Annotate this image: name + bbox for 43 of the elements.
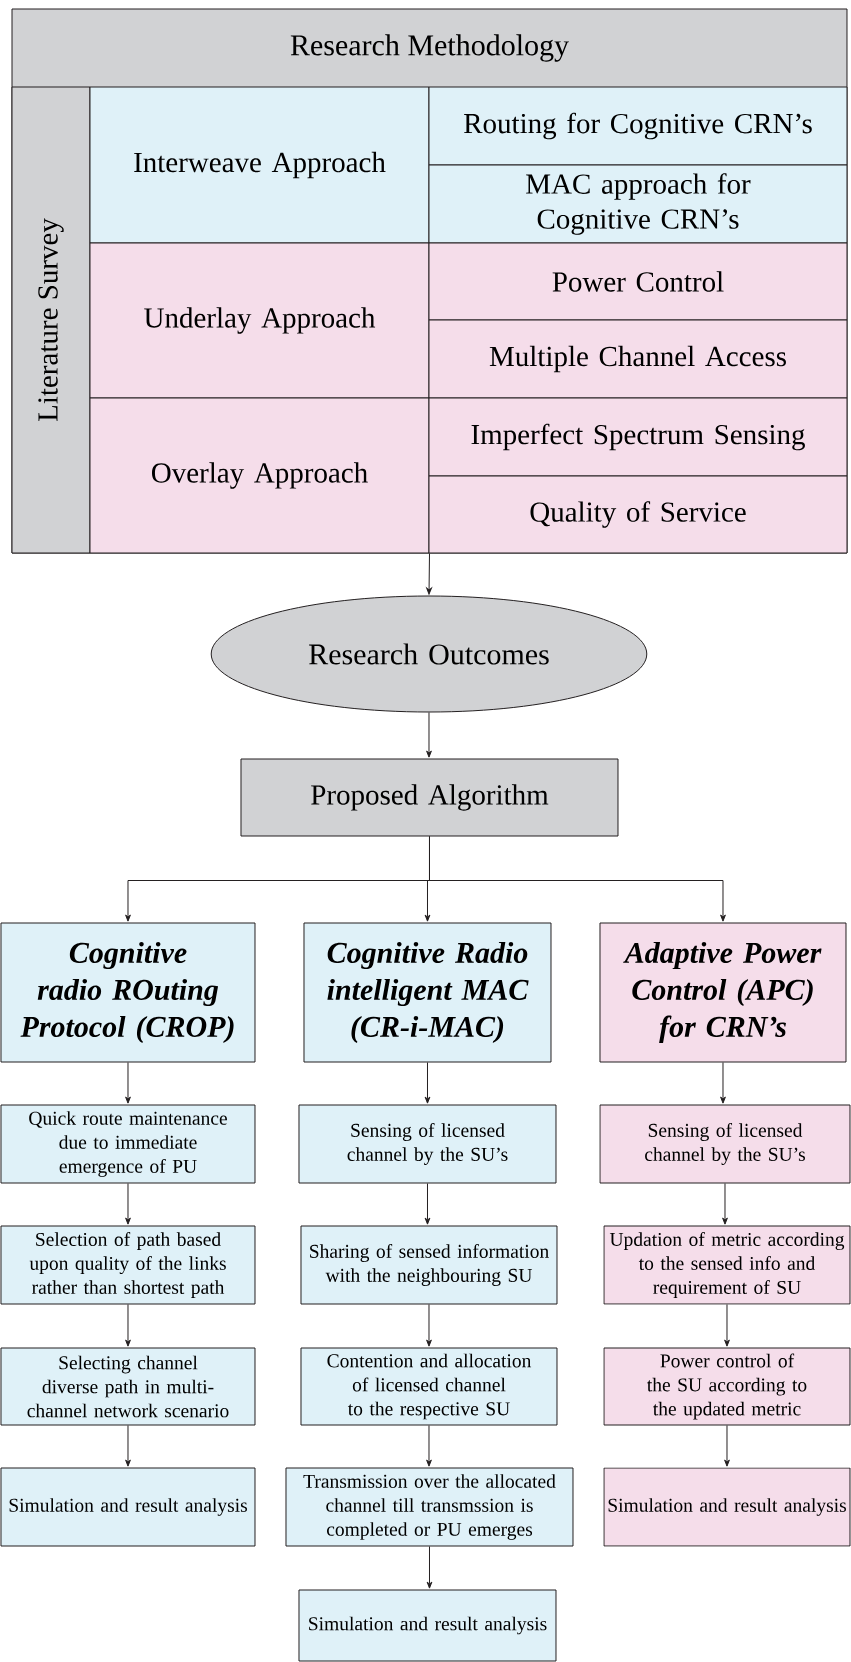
arrow [426, 1546, 433, 1589]
step-box: Selection of path based upon quality of the links rather than shortest path [0, 1225, 256, 1305]
arrow [424, 1062, 431, 1104]
arrow [424, 1183, 431, 1225]
step-box: Transmission over the allocated channel till transmssion is completed or PU emerges [285, 1467, 574, 1547]
arrow [724, 1304, 730, 1347]
step-box: Simulation and result analysis [603, 1467, 851, 1547]
arrow [426, 712, 432, 758]
step-box: Quick route maintenance due to immediate emergence of PU [0, 1104, 256, 1184]
category-box: Power Control [428, 242, 848, 321]
category-box: Overlay Approach [89, 397, 430, 554]
arrow [722, 1183, 728, 1225]
step-box: Sharing of sensed information with the neighbouring SU [300, 1225, 558, 1305]
category-box: Underlay Approach [89, 242, 430, 399]
arrow [724, 1425, 730, 1467]
step-box: Contention and allocation of licensed channel to the respective SU [300, 1347, 558, 1426]
step-box: Selecting channel diverse path in multi-channel network scenario [0, 1347, 256, 1426]
arrow [125, 1062, 131, 1104]
arrow [426, 1425, 432, 1467]
algorithm-box: Cognitive Radio intelligent MAC (CR-i-MAC) [303, 922, 552, 1063]
arrow [426, 553, 432, 595]
arrow [125, 1304, 131, 1347]
arrow [429, 836, 726, 922]
category-box: Multiple Channel Access [428, 319, 848, 399]
step-box: Simulation and result analysis [0, 1467, 256, 1547]
arrow [426, 1304, 432, 1347]
algorithm-box: Cognitive radio ROuting Protocol (CROP) [0, 922, 256, 1063]
step-box: Power control of the SU according to the updated metric [603, 1347, 851, 1426]
category-box: Proposed Algorithm [240, 758, 619, 837]
algorithm-box: Adaptive Power Control (APC) for CRN’s [599, 922, 847, 1063]
arrow [125, 1425, 131, 1467]
side-band: Literature Survey [11, 86, 91, 554]
category-box: Routing for Cognitive CRN’s [428, 86, 848, 166]
step-box: Sensing of licensed channel by the SU’s [298, 1104, 557, 1184]
step-box: Simulation and result analysis [298, 1589, 557, 1662]
arrow [125, 1183, 131, 1225]
category-box: Quality of Service [428, 475, 848, 554]
category-box: Imperfect Spectrum Sensing [428, 397, 848, 477]
step-box: Sensing of licensed channel by the SU’s [599, 1104, 851, 1184]
category-box: MAC approach for Cognitive CRN’s [428, 164, 848, 244]
category-box: Interweave Approach [89, 86, 430, 244]
arrow [720, 1062, 726, 1104]
step-box: Updation of metric according to the sensed info and requirement of SU [603, 1225, 851, 1305]
